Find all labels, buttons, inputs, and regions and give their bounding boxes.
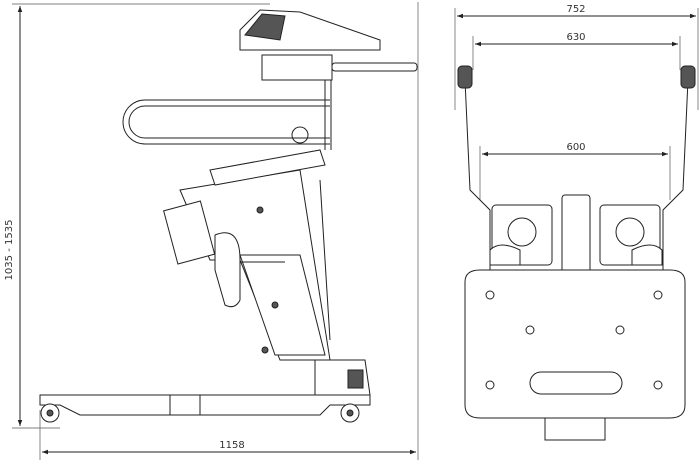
side-view	[39, 9, 418, 423]
handle-width-label: 630	[566, 32, 585, 43]
height-dimension: 1035 - 1535	[4, 3, 270, 429]
handle-width-dimension: 630	[472, 32, 681, 70]
length-dimension: 1158	[39, 2, 419, 460]
inner-width-label: 600	[566, 142, 585, 153]
front-view	[457, 65, 696, 441]
inner-width-dimension: 600	[479, 142, 671, 200]
height-label: 1035 - 1535	[4, 220, 15, 281]
overall-width-label: 752	[566, 4, 585, 15]
length-label: 1158	[219, 440, 244, 451]
overall-width-dimension: 752	[454, 4, 699, 110]
